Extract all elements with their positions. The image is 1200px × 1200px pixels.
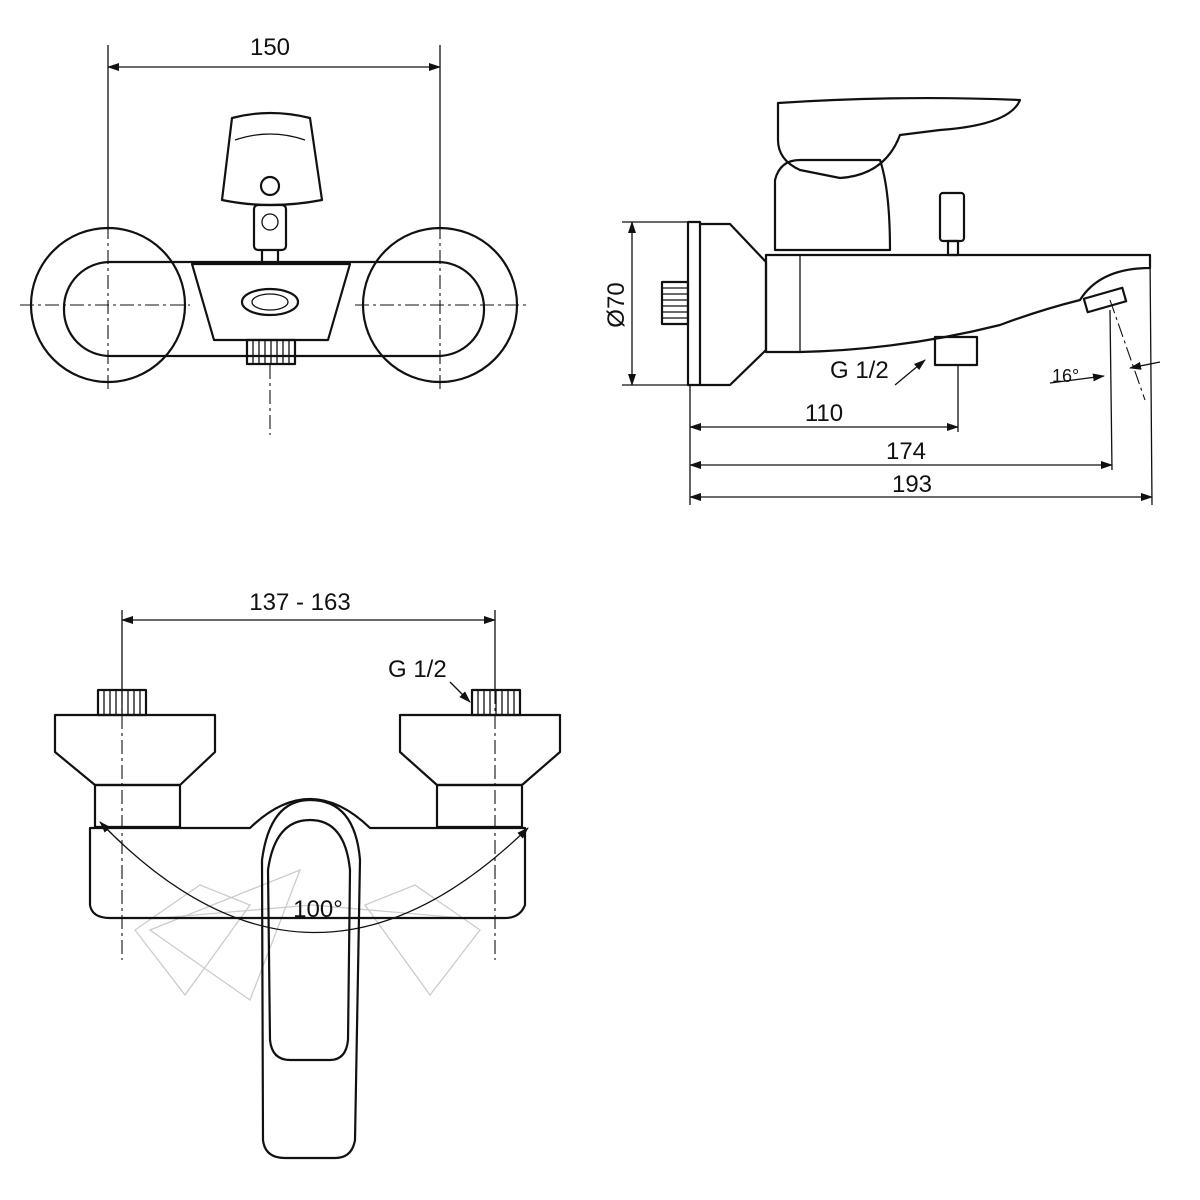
aerator bbox=[1082, 286, 1128, 314]
dimension-110: 110 bbox=[805, 400, 843, 427]
diverter-pin bbox=[938, 191, 966, 243]
side-lever-handle bbox=[776, 96, 1022, 180]
angle-label: 16° bbox=[1052, 366, 1079, 386]
rotation-arc bbox=[99, 821, 529, 934]
outlet bbox=[240, 287, 300, 317]
bottom-view: 137 - 163 G 1/2 100° bbox=[53, 589, 562, 1160]
cartridge-housing bbox=[773, 158, 892, 252]
spout-body bbox=[764, 253, 1152, 354]
rotation-label: 100° bbox=[293, 896, 343, 923]
side-view: Ø70 16° G 1/2 110 174 193 bbox=[603, 96, 1161, 506]
front-view: 150 bbox=[20, 34, 530, 435]
center-housing bbox=[190, 262, 352, 342]
diameter-label: Ø70 bbox=[603, 282, 630, 327]
bottom-body bbox=[88, 798, 527, 920]
outlet-nut bbox=[933, 335, 979, 367]
wall-plate bbox=[686, 220, 702, 387]
mixer-body bbox=[62, 260, 486, 358]
right-eccentric bbox=[398, 713, 562, 787]
bottom-connection-label: G 1/2 bbox=[388, 656, 447, 683]
bottom-lever-handle bbox=[260, 798, 362, 1160]
dimension-193: 193 bbox=[892, 471, 932, 498]
dimension-174: 174 bbox=[886, 438, 926, 465]
width-dimension-label: 150 bbox=[250, 34, 290, 61]
diverter-knob bbox=[252, 203, 288, 252]
left-eccentric bbox=[53, 713, 217, 787]
lever-handle bbox=[220, 111, 324, 207]
centers-range-label: 137 - 163 bbox=[249, 589, 350, 616]
connection-label: G 1/2 bbox=[830, 357, 889, 384]
